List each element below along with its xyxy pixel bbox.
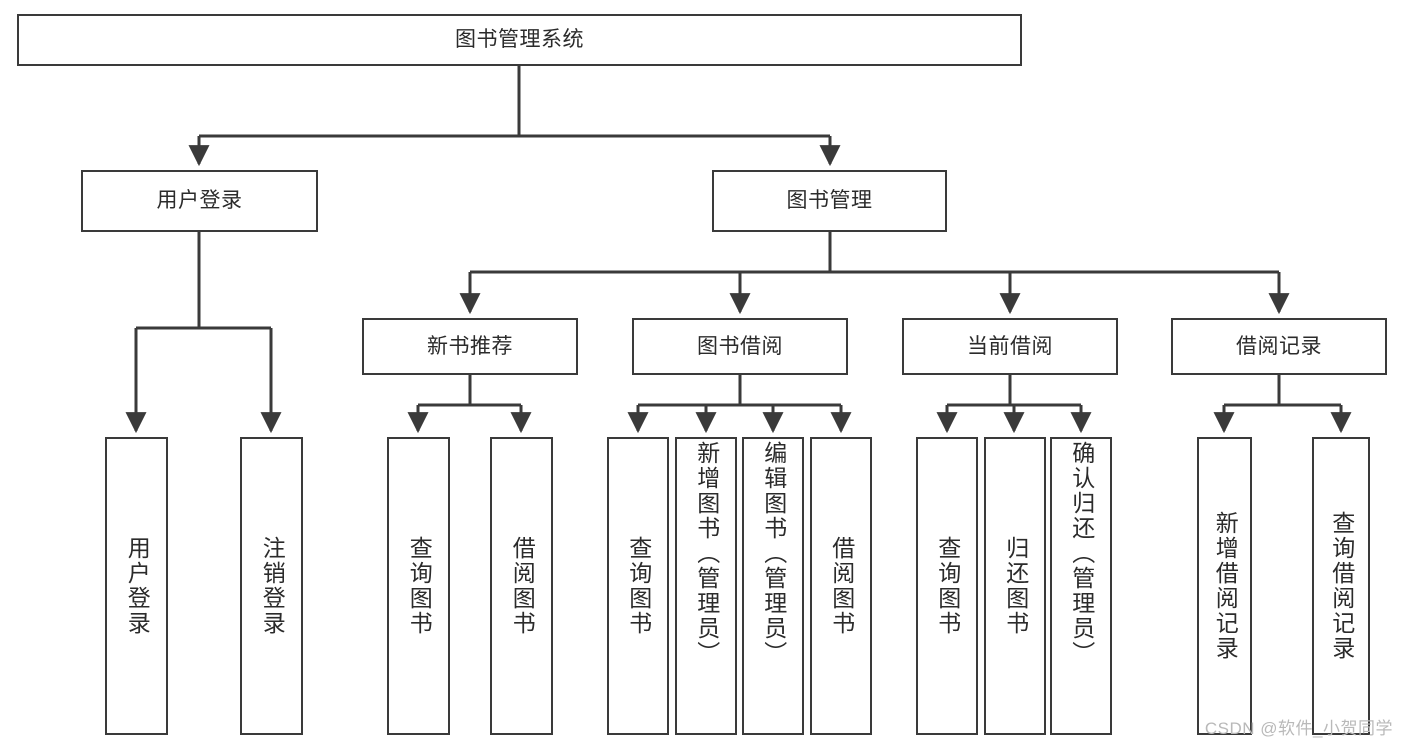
node-book-borrow-label: 图书借阅: [697, 334, 783, 358]
node-leaf-add-book-label: 新增图书（管理员）: [693, 441, 720, 666]
node-leaf-borrow-book-2-label: 借阅图书: [828, 536, 855, 636]
node-leaf-logout-label: 注销登录: [259, 536, 286, 636]
node-root[interactable]: 图书管理系统: [17, 14, 1022, 66]
node-leaf-edit-book[interactable]: 编辑图书（管理员）: [742, 437, 804, 735]
node-leaf-borrow-book-1[interactable]: 借阅图书: [490, 437, 553, 735]
node-leaf-user-login-label: 用户登录: [124, 536, 151, 636]
node-leaf-add-book[interactable]: 新增图书（管理员）: [675, 437, 737, 735]
node-leaf-query-book-2-label: 查询图书: [625, 536, 652, 636]
node-leaf-query-book-1[interactable]: 查询图书: [387, 437, 450, 735]
node-borrow-record-label: 借阅记录: [1236, 334, 1322, 358]
node-leaf-confirm-return[interactable]: 确认归还（管理员）: [1050, 437, 1112, 735]
node-user-login-label: 用户登录: [156, 189, 243, 213]
node-leaf-return-book[interactable]: 归还图书: [984, 437, 1046, 735]
node-leaf-confirm-return-label: 确认归还（管理员）: [1068, 441, 1095, 666]
node-borrow-record[interactable]: 借阅记录: [1171, 318, 1387, 375]
node-book-borrow[interactable]: 图书借阅: [632, 318, 848, 375]
node-leaf-return-book-label: 归还图书: [1002, 536, 1029, 636]
node-new-book-rec[interactable]: 新书推荐: [362, 318, 578, 375]
node-leaf-query-book-1-label: 查询图书: [406, 536, 433, 636]
node-leaf-logout[interactable]: 注销登录: [240, 437, 303, 735]
watermark-label: CSDN @软件_小贺同学: [1204, 719, 1393, 738]
node-current-borrow-label: 当前借阅: [967, 334, 1053, 358]
node-leaf-borrow-book-2[interactable]: 借阅图书: [810, 437, 872, 735]
node-leaf-edit-book-label: 编辑图书（管理员）: [760, 441, 787, 666]
node-user-login[interactable]: 用户登录: [81, 170, 318, 232]
node-leaf-add-record[interactable]: 新增借阅记录: [1197, 437, 1252, 735]
node-leaf-query-book-3-label: 查询图书: [934, 536, 961, 636]
node-root-label: 图书管理系统: [455, 28, 584, 52]
node-leaf-query-record-label: 查询借阅记录: [1328, 511, 1355, 661]
node-leaf-query-book-3[interactable]: 查询图书: [916, 437, 978, 735]
node-leaf-borrow-book-1-label: 借阅图书: [509, 536, 536, 636]
node-book-manage-label: 图书管理: [786, 189, 873, 213]
node-leaf-add-record-label: 新增借阅记录: [1212, 511, 1239, 661]
node-new-book-rec-label: 新书推荐: [427, 334, 513, 358]
node-current-borrow[interactable]: 当前借阅: [902, 318, 1118, 375]
node-leaf-user-login[interactable]: 用户登录: [105, 437, 168, 735]
node-leaf-query-book-2[interactable]: 查询图书: [607, 437, 669, 735]
node-book-manage[interactable]: 图书管理: [712, 170, 947, 232]
node-leaf-query-record[interactable]: 查询借阅记录: [1312, 437, 1370, 735]
